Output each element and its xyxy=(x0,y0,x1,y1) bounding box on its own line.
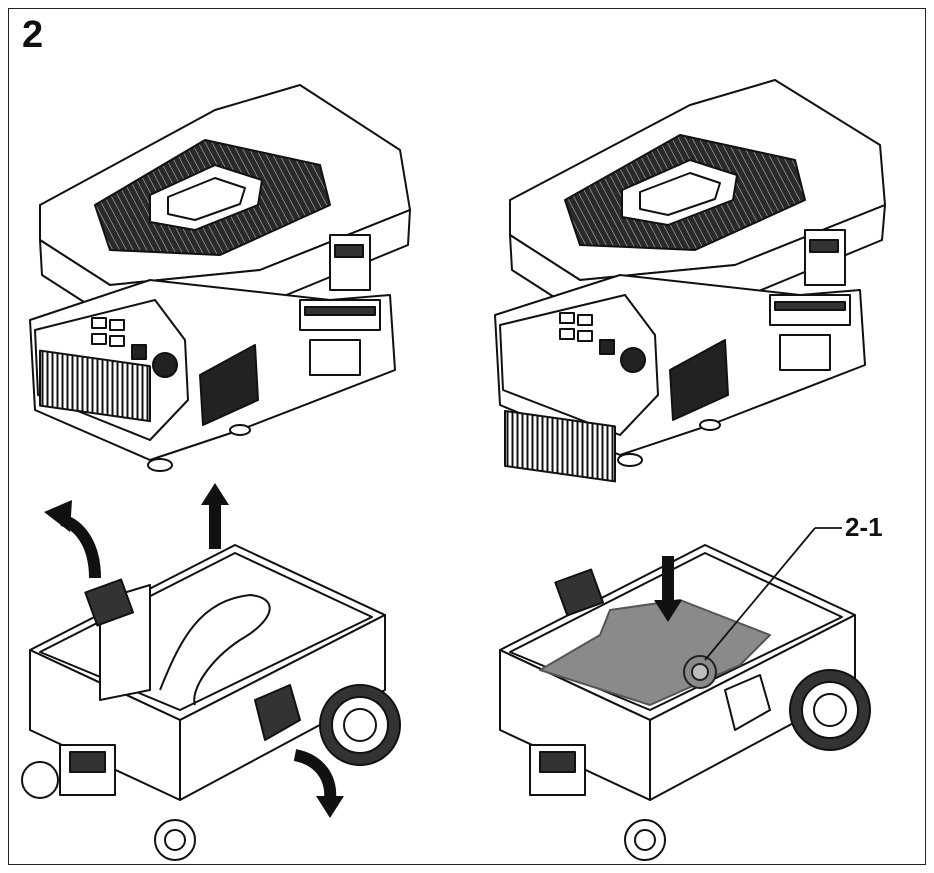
motor-head-right xyxy=(494,79,886,483)
callout-leader-line xyxy=(704,527,816,661)
container-left xyxy=(21,544,401,861)
arrow-curved-rotate-icon xyxy=(44,500,101,579)
motor-head-left xyxy=(29,84,411,472)
filter-bag xyxy=(539,599,771,706)
callout-label-2-1: 2-1 xyxy=(845,512,883,542)
container-right xyxy=(499,544,871,861)
arrow-lift-up-icon xyxy=(201,483,229,549)
figure-number: 2 xyxy=(22,14,44,56)
arrow-curved-latch-icon xyxy=(293,749,344,818)
